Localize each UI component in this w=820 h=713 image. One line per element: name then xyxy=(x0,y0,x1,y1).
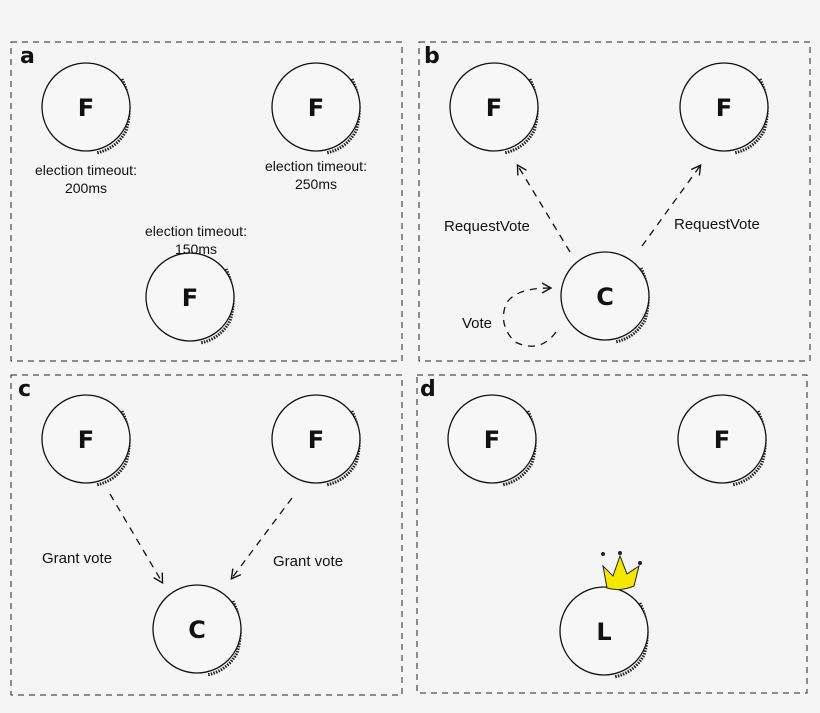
node-label: L xyxy=(596,618,611,646)
panel-b-node-candidate: C xyxy=(559,250,651,344)
crown-tip-right xyxy=(638,561,642,565)
crown-icon xyxy=(602,554,640,591)
panel-c-border xyxy=(10,374,403,696)
node-label: F xyxy=(486,94,502,122)
node-label: F xyxy=(308,426,324,454)
node-label: F xyxy=(308,94,324,122)
crown-tip-left xyxy=(601,552,605,556)
node-label: F xyxy=(484,426,500,454)
timeout-label-1-line2: 200ms xyxy=(65,180,107,196)
panel-d-border xyxy=(416,374,808,694)
panel-c-node-2: F xyxy=(270,393,362,487)
node-label: F xyxy=(182,284,198,312)
panel-d: d F F L xyxy=(416,374,808,694)
request-vote-arrow-right xyxy=(641,164,702,247)
panel-d-node-leader: L xyxy=(558,585,650,679)
panel-c-label: c xyxy=(18,377,31,402)
request-vote-label-left: RequestVote xyxy=(444,218,530,235)
panel-a-node-1: F xyxy=(40,61,132,155)
panel-c-node-candidate: C xyxy=(151,583,243,677)
timeout-label-1-line1: election timeout: xyxy=(35,162,137,178)
panel-c: c F F C Grant vote Grant vote xyxy=(10,374,403,696)
panel-b: b F F C RequestVote RequestVote Vote xyxy=(418,41,811,362)
node-label: C xyxy=(596,283,614,311)
panel-a-node-2: F xyxy=(270,61,362,155)
panel-a-node-3: F xyxy=(144,251,236,345)
panel-d-node-1: F xyxy=(446,393,538,487)
panel-d-label: d xyxy=(420,377,436,402)
panel-d-node-2: F xyxy=(676,393,768,487)
grant-vote-label-left: Grant vote xyxy=(42,550,112,567)
panel-b-node-2: F xyxy=(678,61,770,155)
grant-vote-label-right: Grant vote xyxy=(273,553,343,570)
node-label: C xyxy=(188,616,206,644)
timeout-label-2-line1: election timeout: xyxy=(265,158,367,174)
node-label: F xyxy=(716,94,732,122)
crown-tip-middle xyxy=(618,551,622,555)
grant-vote-arrow-left xyxy=(109,493,164,585)
timeout-label-3-line1: election timeout: xyxy=(145,223,247,239)
panel-a: a F F F election timeout: 200ms election… xyxy=(10,41,403,362)
timeout-label-3-line2: 150ms xyxy=(175,241,217,257)
panel-c-node-1: F xyxy=(40,393,132,487)
panel-b-label: b xyxy=(424,44,440,69)
vote-label: Vote xyxy=(462,315,492,332)
panel-a-border xyxy=(10,41,403,362)
panel-b-node-1: F xyxy=(448,61,540,155)
timeout-label-2-line2: 250ms xyxy=(295,176,337,192)
self-vote-arrow xyxy=(502,282,557,347)
node-label: F xyxy=(78,426,94,454)
panel-b-border xyxy=(418,41,811,362)
request-vote-label-right: RequestVote xyxy=(674,216,760,233)
grant-vote-arrow-right xyxy=(230,497,293,580)
node-label: F xyxy=(714,426,730,454)
node-label: F xyxy=(78,94,94,122)
request-vote-arrow-left xyxy=(516,163,571,253)
panel-a-label: a xyxy=(20,44,35,69)
